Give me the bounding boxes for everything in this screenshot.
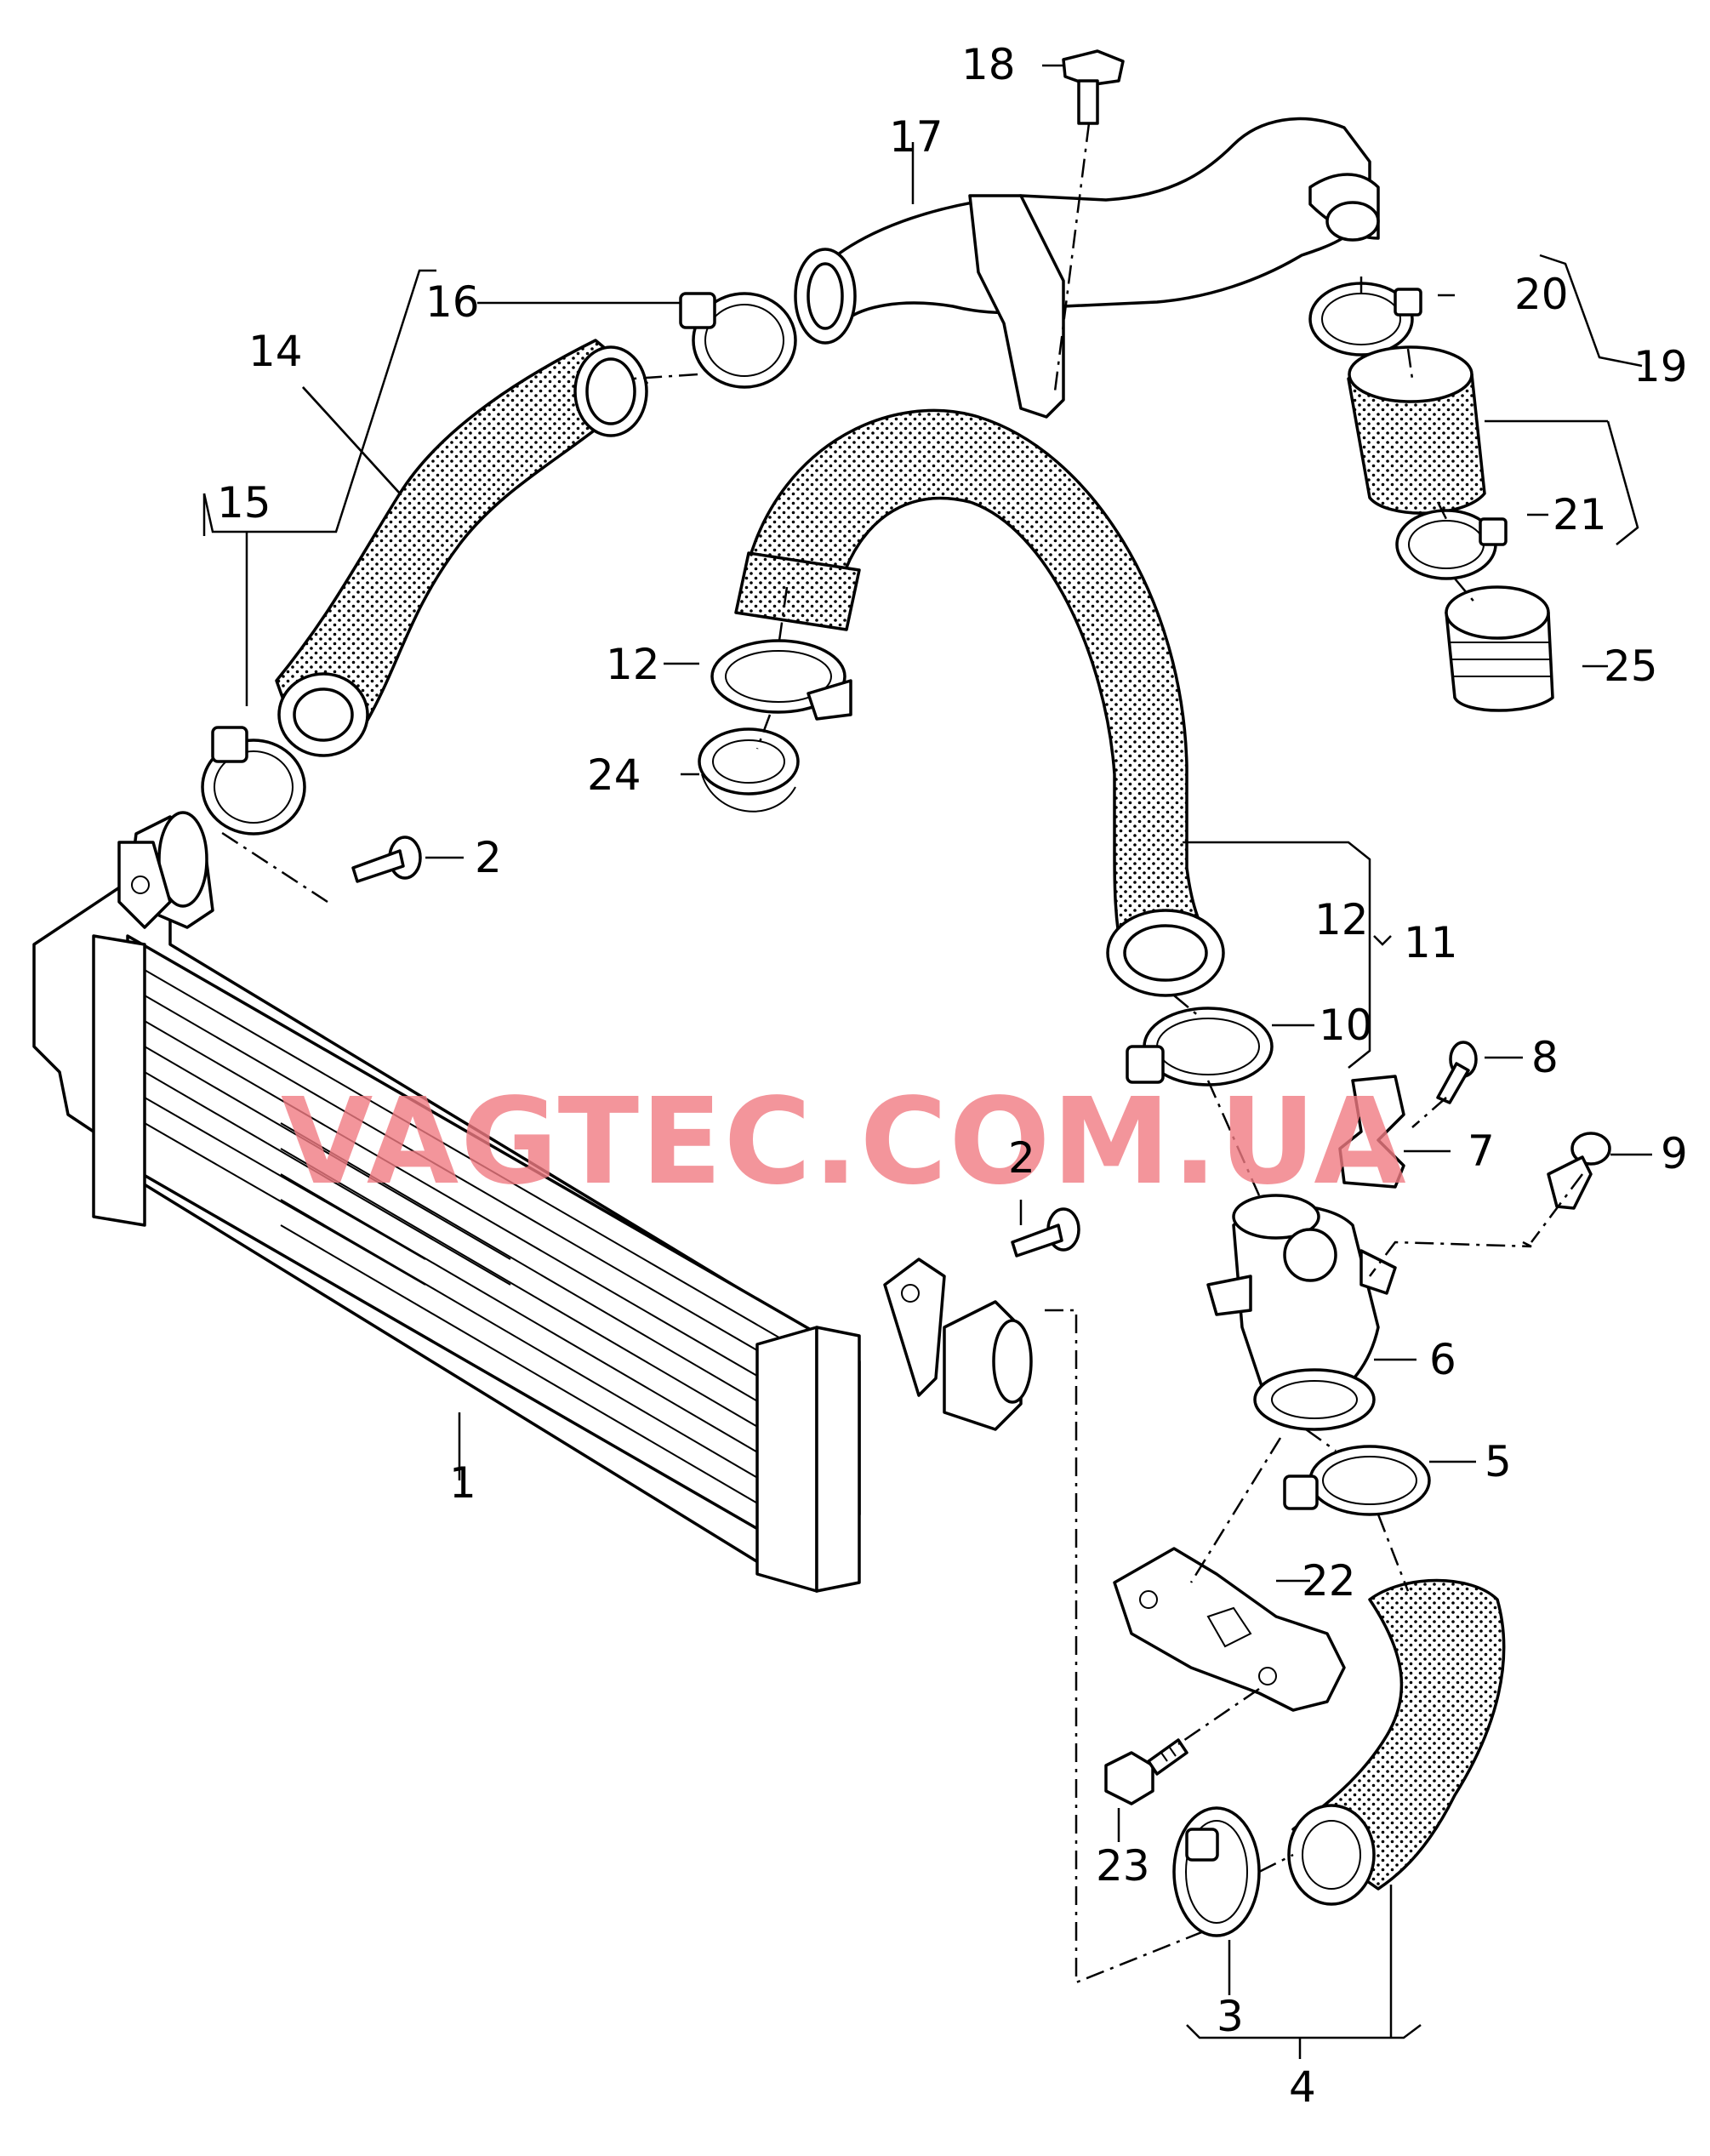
clip-9 — [1547, 1132, 1611, 1210]
intercooler — [32, 811, 1033, 1593]
callout-19: 19 — [1633, 342, 1688, 391]
callout-4: 4 — [1289, 2062, 1316, 2112]
callout-14: 14 — [248, 327, 303, 376]
callout-1: 1 — [449, 1458, 476, 1508]
clamp-15 — [201, 739, 306, 836]
bracket-22 — [1113, 1547, 1346, 1712]
callout-7: 7 — [1468, 1126, 1495, 1176]
clamp-16 — [692, 292, 797, 389]
watermark-text: VAGTEC.COM.UA — [281, 1073, 1408, 1212]
callout-18: 18 — [961, 40, 1016, 89]
screw-2-upper — [351, 836, 422, 883]
callout-labels: 1 2 2 3 4 5 6 7 8 9 10 11 12 12 14 15 16… — [217, 40, 1688, 2112]
bolt-23 — [1104, 1738, 1188, 1805]
ring-24 — [698, 727, 800, 796]
callout-15: 15 — [217, 478, 271, 528]
bolt-18 — [1062, 49, 1125, 125]
bolt-8 — [1436, 1041, 1478, 1104]
callout-3: 3 — [1217, 1992, 1244, 2041]
callout-9: 9 — [1661, 1129, 1688, 1178]
screw-2-lower — [1011, 1207, 1080, 1258]
callout-25: 25 — [1604, 642, 1658, 691]
callout-6: 6 — [1429, 1335, 1456, 1384]
connector-6 — [1206, 1194, 1397, 1431]
callout-17: 17 — [889, 112, 943, 162]
callout-24: 24 — [587, 750, 641, 800]
callout-21: 21 — [1553, 490, 1607, 539]
callout-16: 16 — [425, 277, 480, 327]
callout-5: 5 — [1485, 1437, 1512, 1486]
callout-20: 20 — [1514, 270, 1569, 319]
callout-12-left: 12 — [606, 640, 660, 689]
leader-lines — [202, 64, 1652, 2059]
bracket-7 — [1338, 1075, 1405, 1189]
callout-11: 11 — [1404, 918, 1458, 967]
callout-10: 10 — [1319, 1001, 1373, 1050]
callout-23: 23 — [1096, 1841, 1150, 1891]
callout-8: 8 — [1531, 1033, 1559, 1082]
charge-air-pipe — [794, 117, 1380, 419]
callout-2-lower: 2 — [1008, 1133, 1035, 1183]
center-lines — [216, 123, 1583, 1984]
callout-12-right: 12 — [1314, 895, 1369, 944]
callout-22: 22 — [1302, 1556, 1356, 1606]
callout-2-upper: 2 — [475, 833, 502, 882]
